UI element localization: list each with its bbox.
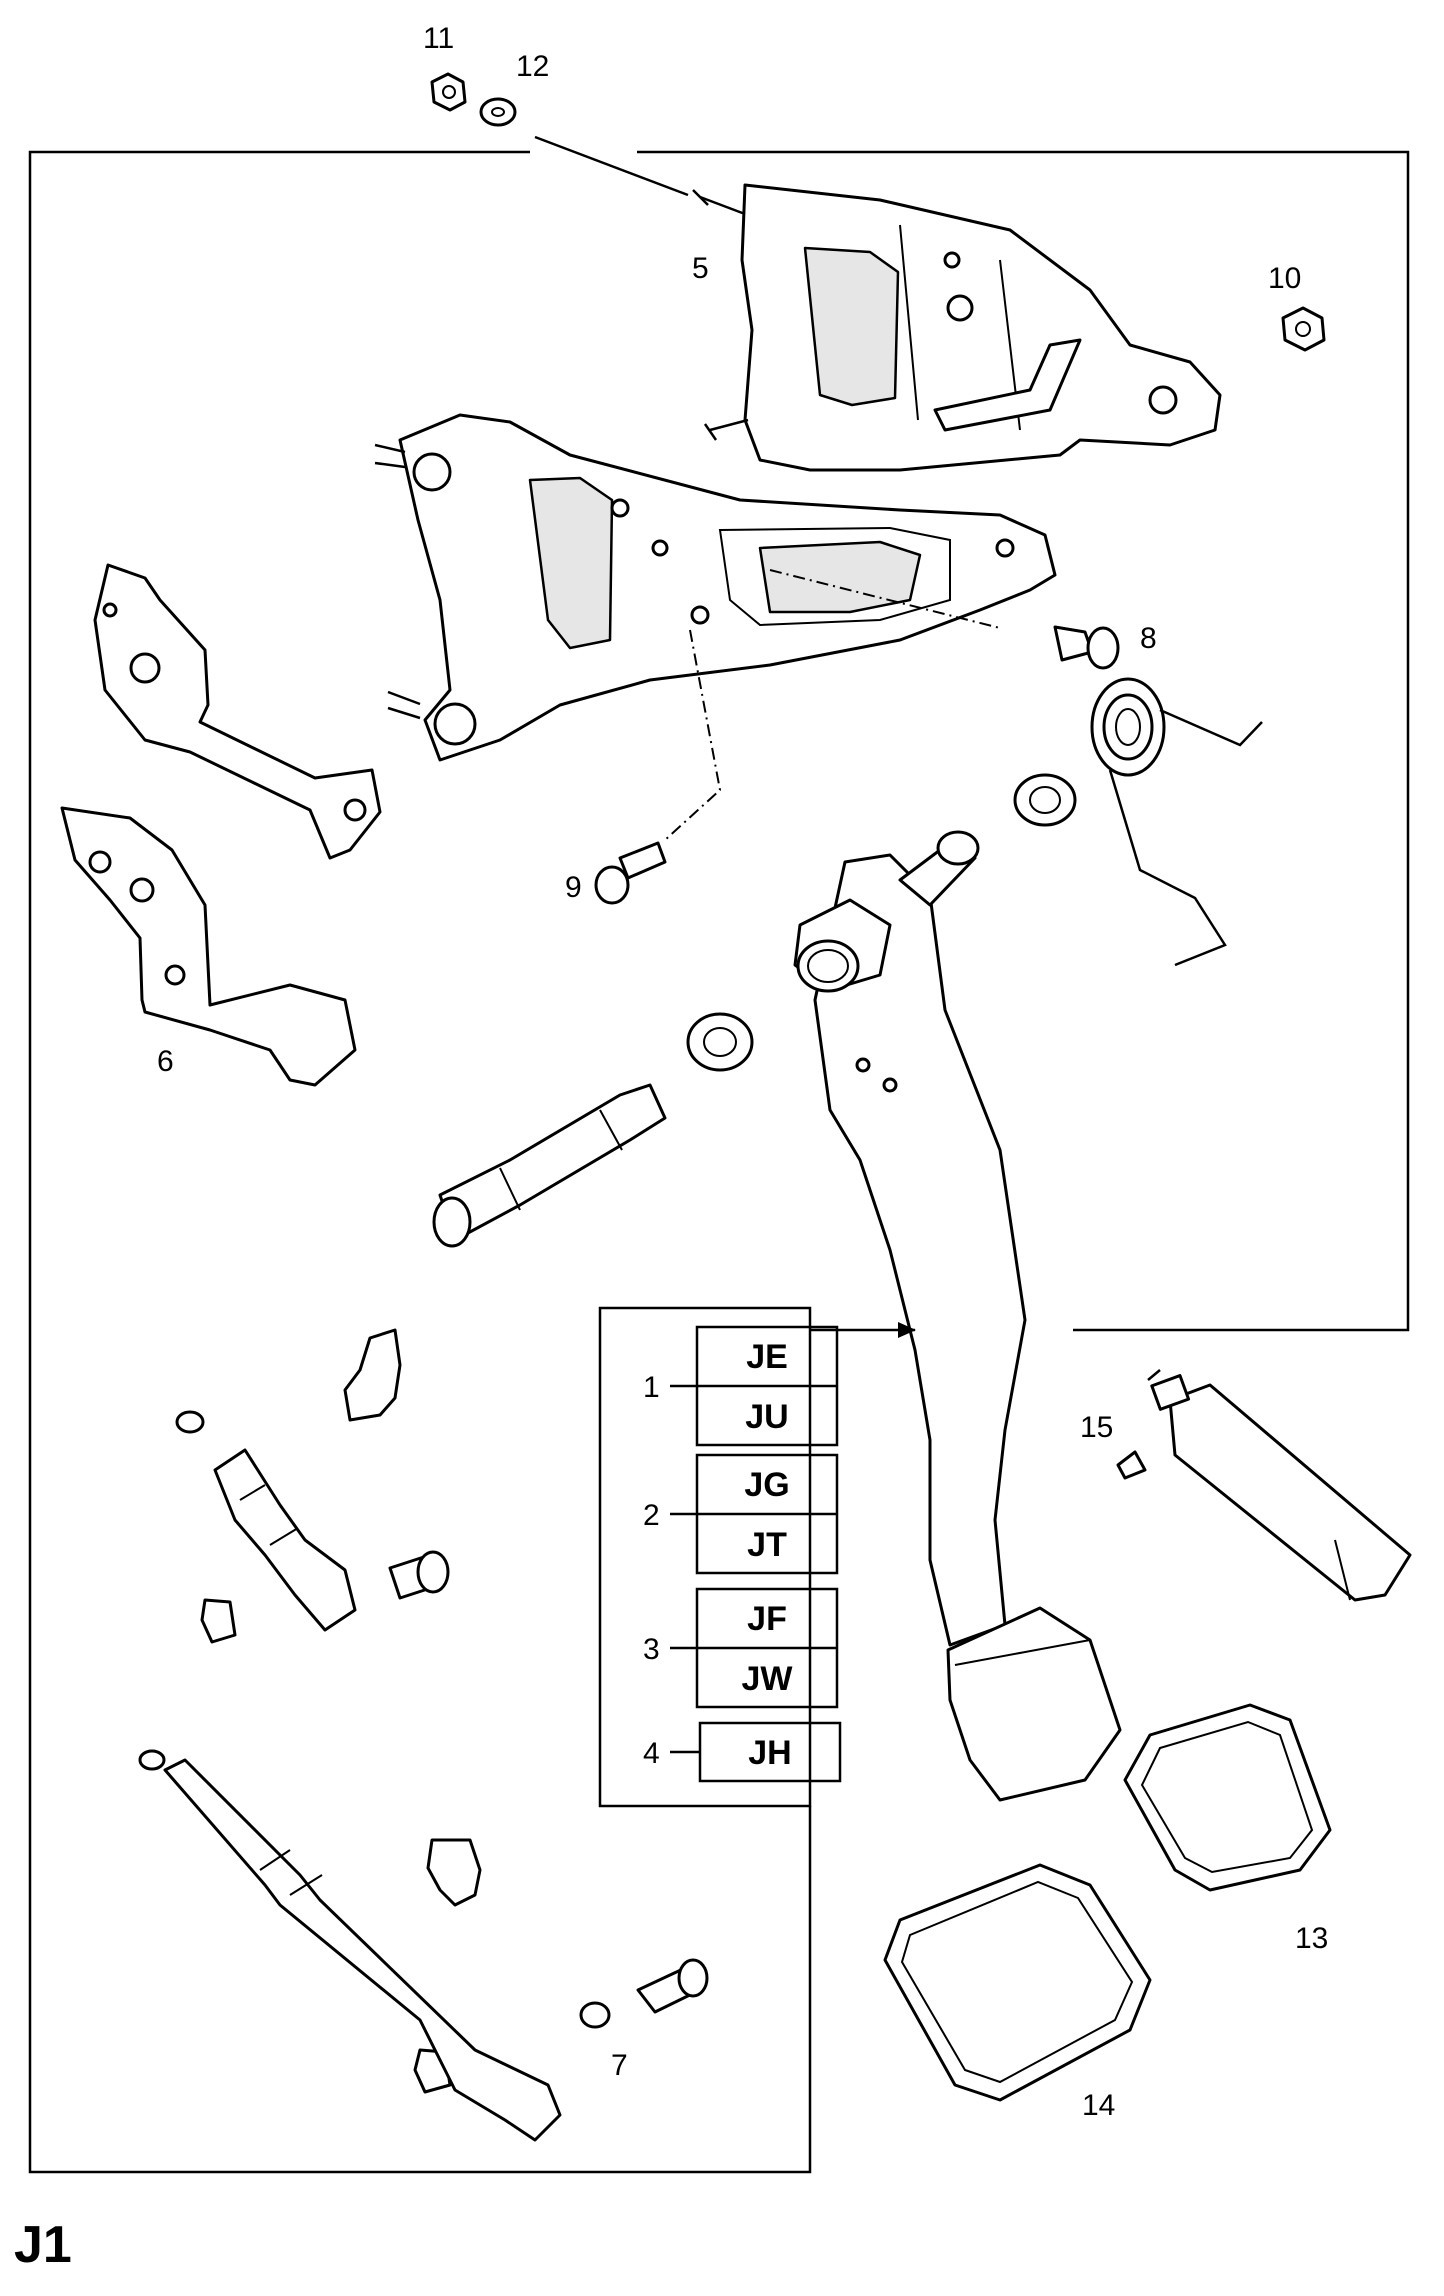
- clevis-rod-upper-part: [175, 1410, 450, 1632]
- variant-4: 4 JH: [643, 1721, 842, 1783]
- variant-code: JU: [745, 1398, 788, 1436]
- variant-code: JF: [747, 1600, 787, 1638]
- clevis-rod-lower-part: [138, 1749, 709, 2142]
- pedal-pad-part-14: [883, 1863, 1152, 2102]
- bushing-part: [686, 773, 1077, 1072]
- callout-15: 15: [1080, 1411, 1113, 1444]
- callout-10: 10: [1268, 262, 1301, 295]
- variant-number: 3: [643, 1633, 660, 1666]
- callout-5: 5: [692, 252, 709, 285]
- variant-number: 2: [643, 1499, 660, 1532]
- callout-6: 6: [157, 1045, 174, 1078]
- variant-code: JE: [746, 1338, 788, 1376]
- upper-bracket-part: [534, 135, 1323, 472]
- assembly-frame: [28, 150, 1410, 2174]
- lower-bracket-part-6: [60, 806, 357, 1087]
- callout-12: 12: [516, 50, 549, 83]
- variant-code: JH: [748, 1734, 791, 1772]
- variant-2: 2 JG JT: [643, 1453, 839, 1575]
- variant-1: 1 JE JU: [643, 1325, 839, 1447]
- pedal-box-bracket-part: [374, 413, 1057, 841]
- stop-light-switch-part-15: [1116, 1369, 1412, 1602]
- variant-code-table: 1 JE JU 2 JG JT 3 JF JW 4 JH: [598, 1306, 916, 1808]
- variant-3: 3 JF JW: [643, 1587, 839, 1709]
- part-callouts: 11 12 5 10 8 9 6 15 13 7 14: [157, 22, 1328, 2122]
- retaining-clip-part: [200, 1328, 482, 2094]
- callout-7: 7: [611, 2049, 628, 2082]
- bolt-part-8: [1053, 625, 1120, 670]
- variant-number: 4: [643, 1737, 660, 1770]
- pedal-arm-part: [793, 830, 1122, 1802]
- nut-part-11: [430, 72, 467, 112]
- clip-bracket-part: [93, 563, 382, 860]
- callout-9: 9: [565, 871, 582, 904]
- return-spring-part: [1090, 677, 1263, 967]
- variant-number: 1: [643, 1371, 660, 1404]
- pedal-shaft-part: [432, 1083, 667, 1248]
- page-identifier: J1: [14, 2216, 72, 2274]
- callout-14: 14: [1082, 2089, 1115, 2122]
- variant-code: JT: [747, 1526, 787, 1564]
- callout-8: 8: [1140, 622, 1157, 655]
- callout-13: 13: [1295, 1922, 1328, 1955]
- bolt-part-9: [594, 841, 667, 905]
- variant-code: JG: [744, 1466, 789, 1504]
- variant-code: JW: [742, 1660, 794, 1698]
- pedal-pad-part-13: [1123, 1703, 1332, 1892]
- nut-part-10: [1281, 306, 1326, 352]
- callout-11: 11: [423, 22, 454, 55]
- washer-part-12: [479, 97, 517, 127]
